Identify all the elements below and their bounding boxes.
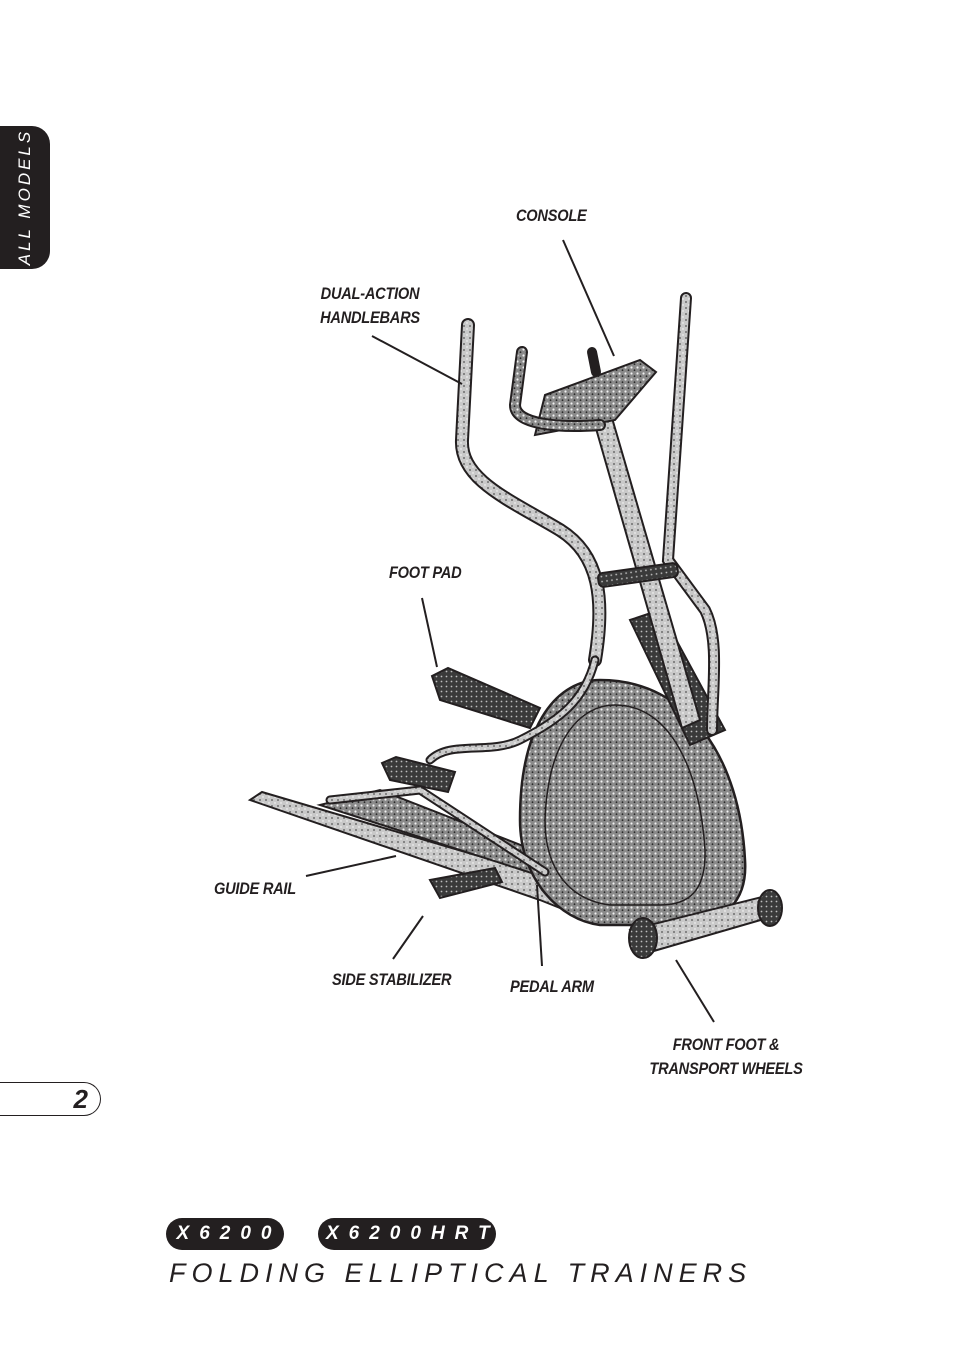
transport-wheel-shape (628, 917, 658, 959)
leader-handlebars (371, 335, 463, 385)
callout-foot-pad: FOOT PAD (389, 563, 462, 582)
page-number: 2 (73, 1084, 88, 1114)
handlebar-left-shape (455, 318, 607, 667)
leader-guide-rail (305, 855, 397, 877)
callout-dual-action-handlebars: DUAL-ACTION HANDLEBARS (320, 284, 420, 327)
callout-side-stabilizer: SIDE STABILIZER (332, 970, 452, 989)
section-tab (0, 126, 50, 269)
foot-pad-lower-shape (380, 755, 457, 794)
leader-side-stabilizer (392, 915, 424, 960)
product-subtitle: FOLDING ELLIPTICAL TRAINERS (169, 1258, 753, 1288)
callout-pedal-arm: PEDAL ARM (510, 977, 594, 996)
leader-pedal-arm (536, 884, 543, 967)
model-badge-x6200: X6200 (166, 1218, 284, 1250)
callout-console: CONSOLE (516, 206, 587, 225)
callout-guide-rail: GUIDE RAIL (214, 879, 296, 898)
foot-pad-shape (430, 666, 542, 730)
callout-front-foot-transport-wheels: FRONT FOOT & TRANSPORT WHEELS (649, 1035, 803, 1078)
leader-console (562, 239, 615, 357)
page-number-tab: 2 (0, 1082, 101, 1116)
model-badge-x6200hrt: X6200HRT (318, 1218, 496, 1250)
leader-front-foot (675, 959, 715, 1023)
leader-foot-pad (421, 597, 438, 668)
